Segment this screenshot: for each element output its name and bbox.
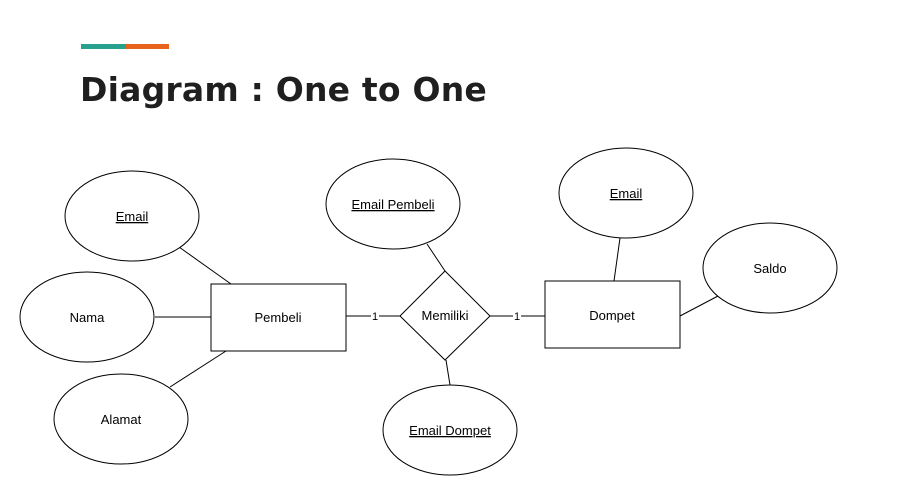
- attribute-pembeli-alamat: [53, 373, 189, 465]
- connector-memiliki-email-pembeli: [426, 243, 446, 272]
- connector-dompet-saldo: [679, 295, 719, 317]
- attribute-dompet-saldo: [702, 222, 838, 314]
- connector-pembeli-email: [178, 246, 232, 285]
- attribute-email-dompet-label: Email Dompet: [409, 423, 491, 438]
- attribute-pembeli-email-label: Email: [116, 209, 149, 224]
- accent-teal-segment: [81, 44, 126, 49]
- attribute-dompet-email-label: Email: [610, 186, 643, 201]
- attribute-email-dompet: [382, 384, 518, 476]
- entity-pembeli-label: Pembeli: [255, 310, 302, 325]
- entity-dompet: [544, 280, 681, 349]
- connector-memiliki-email-dompet: [445, 359, 451, 386]
- attribute-pembeli-nama: [19, 271, 155, 363]
- connector-dompet-email: [613, 237, 621, 282]
- attribute-dompet-saldo-label: Saldo: [753, 261, 786, 276]
- connector-pembeli-alamat: [169, 350, 227, 388]
- entity-dompet-label: Dompet: [589, 308, 635, 323]
- relationship-memiliki-label: Memiliki: [422, 308, 469, 323]
- page-title: Diagram : One to One: [80, 70, 487, 109]
- cardinality-dompet: 1: [514, 311, 520, 323]
- attribute-email-pembeli: [325, 158, 461, 250]
- accent-orange-segment: [126, 44, 169, 49]
- relationship-memiliki: [399, 270, 491, 361]
- entity-pembeli: [210, 283, 347, 352]
- attribute-email-pembeli-label: Email Pembeli: [351, 197, 434, 212]
- attribute-dompet-email: [558, 147, 694, 239]
- attribute-pembeli-nama-label: Nama: [70, 310, 105, 325]
- attribute-pembeli-alamat-label: Alamat: [101, 412, 142, 427]
- attribute-pembeli-email: [64, 170, 200, 262]
- cardinality-pembeli: 1: [372, 311, 378, 323]
